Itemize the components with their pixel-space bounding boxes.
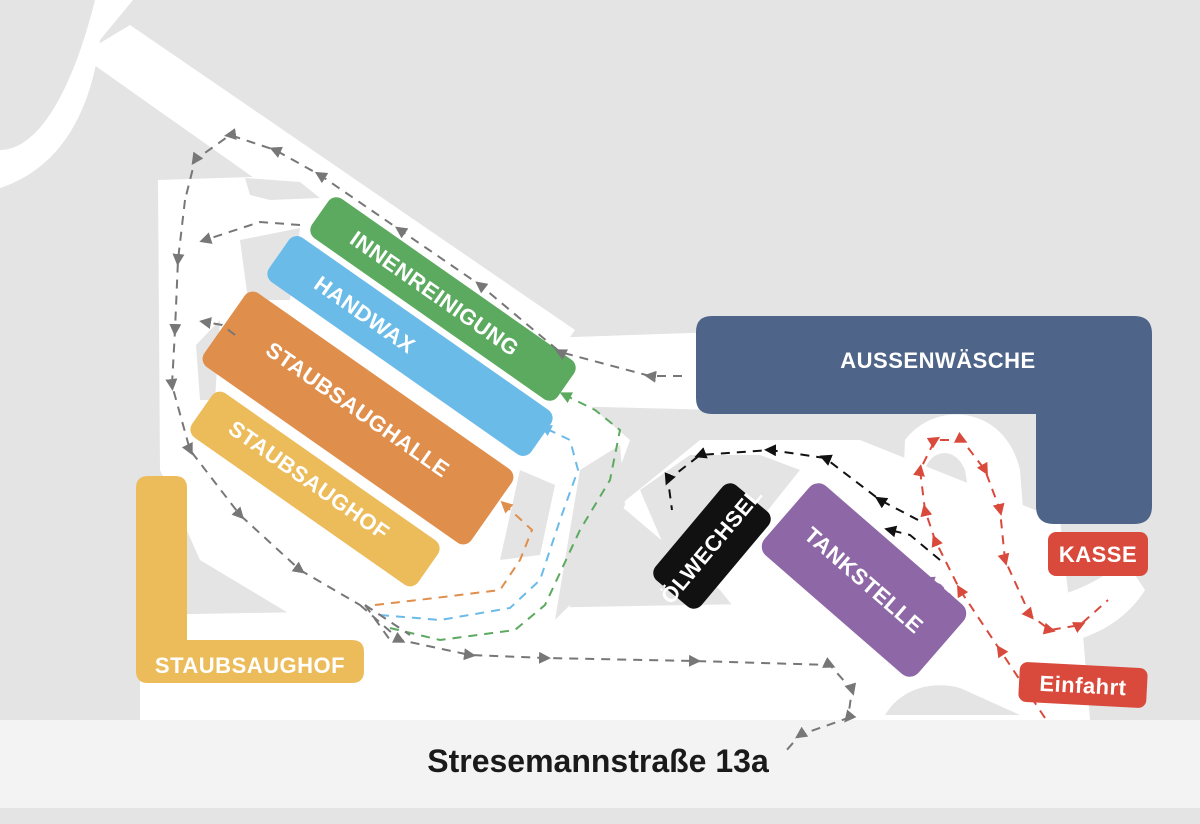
route-black-to-tankstelle	[884, 525, 941, 561]
badge-einfahrt[interactable]: Einfahrt	[1018, 662, 1148, 709]
route-gray-fan-lines	[364, 604, 411, 641]
route-green-to-innenreinigung	[389, 392, 622, 642]
zone-staubsaughof-l[interactable]	[136, 476, 364, 683]
staubsaughof-label-2: STAUBSAUGHOF	[155, 653, 345, 678]
route-purple-tankstelle	[922, 576, 956, 601]
badge-kasse[interactable]: KASSE	[1048, 532, 1148, 576]
island-center	[500, 470, 555, 560]
route-red-entry	[913, 431, 1109, 719]
route-blue-to-handwax	[379, 425, 580, 622]
route-orange-to-staubsaughalle	[374, 500, 534, 606]
route-paths	[165, 128, 1109, 753]
route-black-top	[664, 444, 919, 521]
street-edge	[0, 808, 1200, 824]
street-name: Stresemannstraße 13a	[427, 743, 769, 779]
road-top-left-curve	[0, 0, 133, 188]
route-gray-exit-to-top	[184, 128, 682, 383]
einfahrt-label: Einfahrt	[1039, 671, 1127, 701]
route-gray-inner-branch-2	[199, 317, 236, 336]
aussenwaesche-label: AUSSENWÄSCHE	[840, 348, 1035, 373]
route-gray-inner-branch-1	[199, 220, 301, 244]
route-gray-left-descent	[165, 199, 361, 606]
island-between-lanes	[555, 445, 625, 620]
kasse-label: KASSE	[1059, 542, 1137, 567]
route-gray-to-street	[359, 604, 857, 753]
island-bottom-right	[885, 685, 1020, 715]
